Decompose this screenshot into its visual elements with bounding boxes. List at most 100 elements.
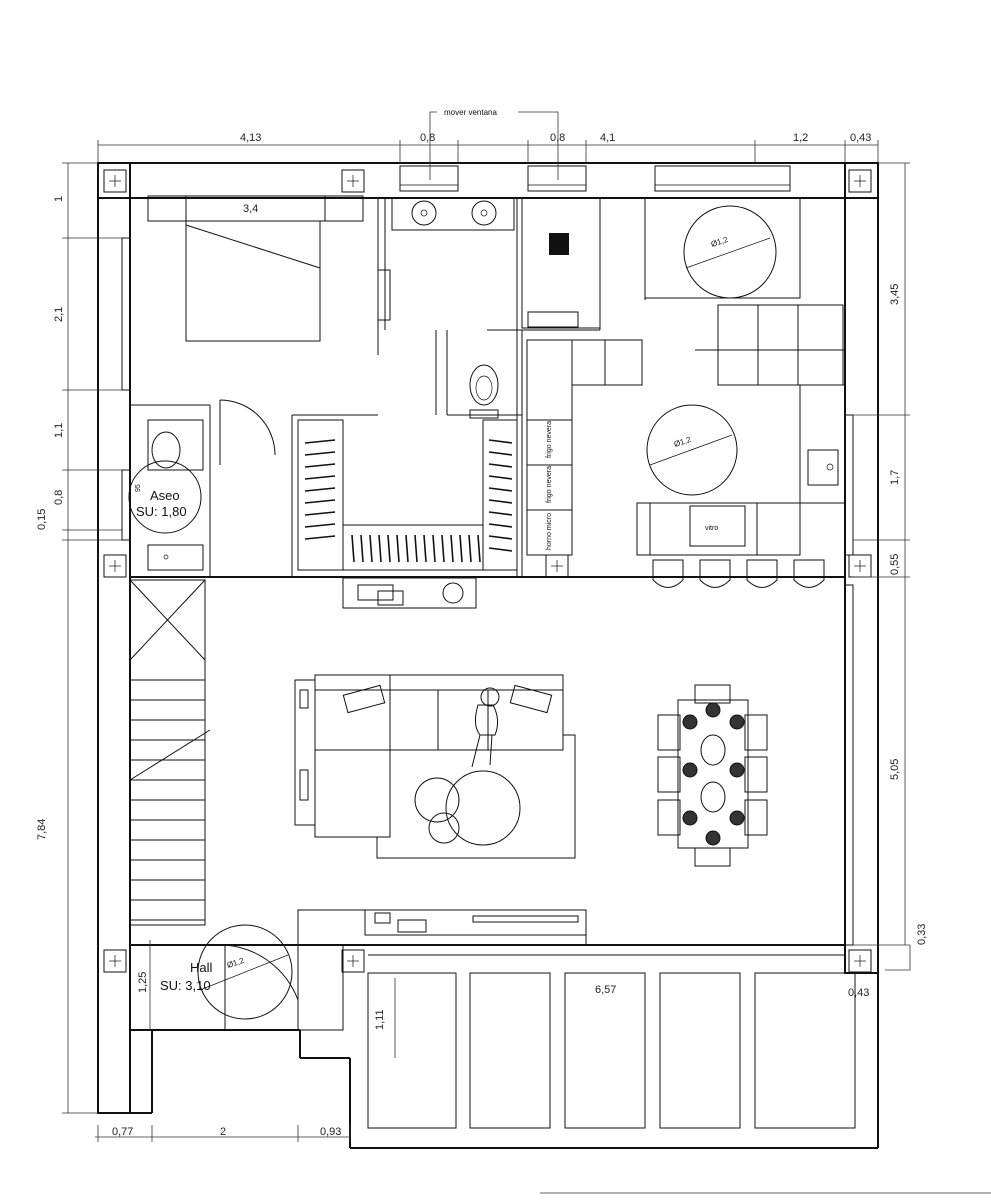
place-setting [729, 762, 745, 778]
kitchen-right-cabinets [644, 197, 846, 504]
place-setting [705, 830, 721, 846]
hanger-mark [423, 534, 427, 563]
dim-left-6: 7,84 [36, 819, 48, 840]
bathroom-vanity [391, 197, 515, 231]
walk-in-closet [297, 419, 518, 571]
toilet [469, 364, 499, 419]
hanger-mark [304, 511, 336, 516]
hanger-mark [468, 534, 472, 563]
terrace-width-dimension: 6,57 [595, 984, 616, 996]
terrace-depth-dimension: 1,11 [374, 1009, 386, 1030]
dim-left-5: 0,15 [36, 509, 48, 530]
place-setting [705, 702, 721, 718]
bed: 3,4 [147, 195, 364, 342]
hanger-mark [488, 439, 513, 444]
dim-left-3: 1,1 [53, 423, 65, 438]
place-setting [682, 714, 698, 730]
aseo-name: Aseo [150, 488, 180, 503]
person-figure [471, 687, 500, 768]
sofa [294, 674, 564, 838]
annotation-move-window: mover ventana [444, 108, 497, 117]
hanger-mark [450, 534, 454, 563]
hanger-mark [441, 534, 445, 563]
place-setting [729, 714, 745, 730]
hanger-mark [378, 534, 382, 563]
dim-top-5: 1,2 [793, 132, 808, 144]
hanger-mark [488, 547, 513, 552]
hanger-mark [488, 511, 513, 516]
stairs [129, 579, 211, 926]
windows [121, 165, 854, 946]
dim-left-4: 0,8 [53, 490, 65, 505]
diameter-label-1: Ø1,2 [710, 235, 730, 249]
hall-area: SU: 3,10 [160, 978, 211, 993]
dim-right-2: 1,7 [889, 470, 901, 485]
hanger-mark [488, 499, 513, 504]
kitchen-counter: frigo nevera frigo nevera horno micro [526, 339, 643, 556]
dining-table [657, 684, 768, 867]
aseo-door-dim: 95 [135, 484, 142, 492]
dimension-texts: mover ventana 4,13 0,8 0,8 4,1 1,2 0,43 … [36, 108, 928, 1138]
hanger-mark [488, 463, 513, 468]
aseo-turning-circle [128, 460, 202, 534]
shower-drain-icon [549, 233, 569, 255]
place-setting [729, 810, 745, 826]
hanger-mark [304, 487, 336, 492]
dim-left-7: 1,25 [137, 972, 149, 993]
dim-top-1: 4,13 [240, 132, 261, 144]
shower [521, 197, 601, 329]
hanger-mark [304, 439, 336, 444]
dim-right-4: 5,05 [889, 759, 901, 780]
bed-width-dimension: 3,4 [243, 203, 258, 215]
dim-right-1: 3,45 [889, 284, 901, 305]
dim-top-6: 0,43 [850, 132, 871, 144]
hanger-mark [488, 487, 513, 492]
entry-door [224, 944, 299, 1030]
fridge1-label: frigo nevera [546, 421, 553, 458]
hanger-mark [488, 475, 513, 480]
hanger-mark [459, 534, 463, 563]
dim-bottom-1: 0,77 [112, 1126, 133, 1138]
bar-stools [652, 559, 825, 588]
kitchen-island: vitro [636, 502, 801, 556]
sideboard [297, 909, 587, 946]
dim-right-6: 0,43 [848, 987, 869, 999]
aseo-area: SU: 1,80 [136, 504, 187, 519]
fridge2-label: frigo nevera [546, 466, 553, 503]
dim-left-1: 1 [53, 196, 65, 202]
hanger-mark [488, 523, 513, 528]
hall-name: Hall [190, 960, 213, 975]
dim-bottom-2: 2 [220, 1126, 226, 1138]
hanger-mark [304, 499, 336, 504]
dim-bottom-3: 0,93 [320, 1126, 341, 1138]
hanger-mark [432, 534, 436, 563]
hanger-mark [396, 534, 400, 563]
hanger-mark [405, 534, 409, 563]
hanger-mark [304, 463, 336, 468]
hanger-mark [488, 451, 513, 456]
hall: Ø1,2 Hall SU: 3,10 [160, 924, 344, 1031]
hanger-mark [351, 534, 355, 563]
hanger-mark [387, 534, 391, 563]
hanger-mark [360, 534, 364, 563]
diameter-label-2: Ø1,2 [673, 435, 693, 449]
hanger-mark [304, 535, 336, 540]
terrace: 6,57 1,11 [367, 972, 856, 1129]
aseo-door [219, 399, 276, 465]
dim-top-4: 4,1 [600, 132, 615, 144]
hanger-mark [304, 523, 336, 528]
dimension-lines [62, 111, 991, 1194]
bedroom-door [377, 269, 391, 321]
place-setting [682, 810, 698, 826]
exterior-walls [97, 162, 879, 1149]
place-setting [682, 762, 698, 778]
dim-top-3: 0,8 [550, 132, 565, 144]
dim-right-5: 0,33 [916, 924, 928, 945]
aseo-room: Aseo SU: 1,80 95 [128, 419, 204, 571]
hob-label: vitro [705, 525, 718, 532]
hanger-mark [369, 534, 373, 563]
tv-unit [342, 577, 477, 609]
dim-top-2: 0,8 [420, 132, 435, 144]
diameter-label-3: Ø1,2 [226, 956, 246, 970]
